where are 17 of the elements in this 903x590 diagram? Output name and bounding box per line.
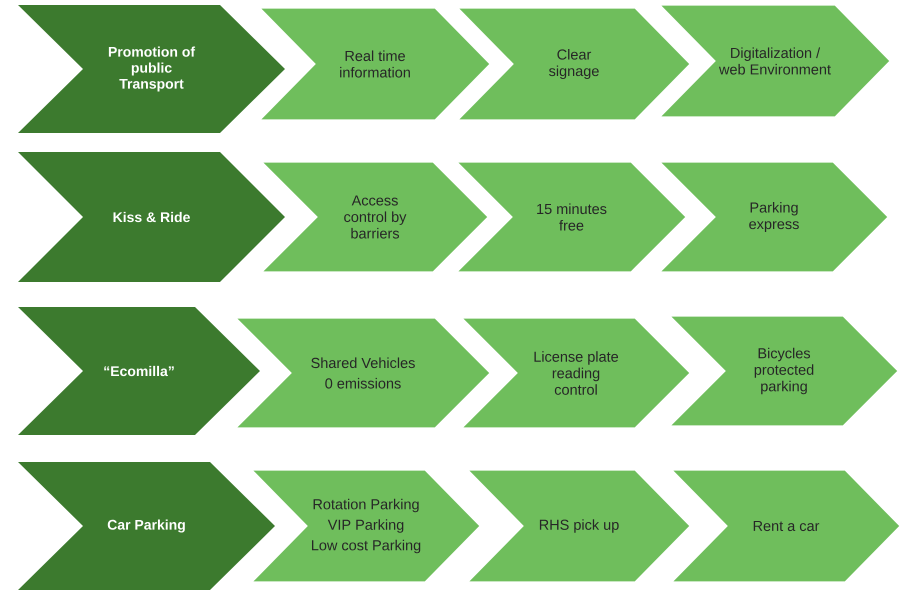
category-box: Kiss & Ride xyxy=(18,152,285,282)
step-box: License plate reading control xyxy=(460,317,691,429)
category-box: “Ecomilla” xyxy=(18,307,260,435)
category-box: Promotion of public Transport xyxy=(18,5,285,133)
step-box: Bicycles protected parking xyxy=(668,315,899,427)
step-box: Digitalization / web Environment xyxy=(658,4,891,118)
step-box: Rent a car xyxy=(670,469,901,583)
node-label: Digitalization / web Environment xyxy=(718,47,831,75)
step-box: Parking express xyxy=(658,161,889,273)
step-box: RHS pick up xyxy=(466,469,691,583)
step-box: Shared Vehicles 0 emissions xyxy=(234,317,491,429)
step-box: Clear signage xyxy=(456,7,691,121)
category-box: Car Parking xyxy=(18,462,275,590)
step-box: Access control by barriers xyxy=(260,161,489,273)
step-box: Rotation Parking VIP Parking Low cost Parking xyxy=(250,469,481,583)
step-box: 15 minutes free xyxy=(456,161,687,273)
step-box: Real time information xyxy=(258,7,491,121)
